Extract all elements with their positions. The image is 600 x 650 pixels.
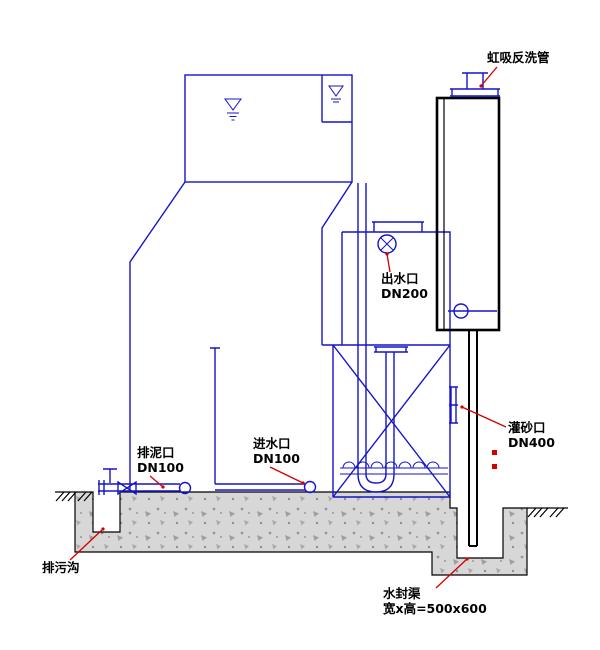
cross-bracing — [332, 344, 451, 498]
label-sludge-dn: DN100 — [137, 460, 184, 475]
manhole-flange — [372, 221, 424, 232]
label-outlet: 出水口 — [381, 271, 419, 286]
gate-valve-icon — [117, 480, 137, 496]
inlet-pipe — [215, 483, 305, 491]
bolt-marker — [492, 450, 497, 455]
label-drain-ditch: 排污沟 — [42, 560, 80, 575]
label-siphon-backwash-pipe: 虹吸反洗管 — [487, 50, 550, 65]
u-bend-pipe — [357, 473, 395, 493]
label-inlet: 进水口 — [253, 436, 291, 451]
leader-inlet — [269, 466, 304, 484]
water-level-icon — [224, 98, 242, 121]
label-water-seal-dims: 宽x高=500x600 — [382, 601, 487, 616]
leader-sludge — [149, 475, 164, 488]
label-inlet-dn: DN100 — [253, 451, 300, 466]
label-water-seal-channel: 水封渠 — [383, 586, 421, 601]
labels: 虹吸反洗管 出水口 DN200 排泥口 DN100 进水口 DN100 灌砂口 … — [42, 50, 555, 616]
siphon-top-flange — [450, 88, 500, 97]
leader-siphon — [480, 66, 498, 87]
outlet-chamber — [322, 183, 458, 498]
downcomer-pipe — [357, 183, 367, 474]
valve-stem — [103, 468, 117, 483]
leader-lines — [69, 66, 507, 589]
sludge-pipe-flange — [98, 480, 105, 495]
standpipe-flange — [374, 346, 408, 353]
filter-nozzle-domes — [342, 461, 440, 469]
sludge-pipe — [98, 483, 180, 492]
leader-channel — [435, 558, 468, 589]
leader-ditch — [69, 528, 104, 561]
top-water-tank — [184, 74, 353, 183]
label-sand-port: 灌砂口 — [507, 420, 546, 435]
foundation — [55, 491, 568, 576]
tank-outline — [184, 74, 353, 183]
concrete-body — [74, 491, 528, 576]
sand-fill-flange — [449, 386, 458, 424]
water-level-icon — [328, 85, 344, 103]
leader-sand — [461, 406, 507, 428]
sludge-pipe-assembly — [98, 468, 192, 496]
siphon-drop-pipe — [468, 330, 478, 547]
body-right-profile — [321, 181, 353, 345]
inlet-pipe-cap — [303, 480, 317, 494]
inlet-riser-pipe — [210, 347, 220, 484]
body-left-profile — [129, 181, 186, 492]
label-sludge-port: 排泥口 — [137, 445, 175, 460]
inlet-pipe-assembly — [215, 480, 317, 494]
filter-plate — [340, 467, 448, 475]
filter-body — [129, 181, 353, 492]
sludge-pipe-cap — [178, 481, 192, 495]
siphon-top-stub — [462, 72, 488, 89]
label-sand-dn: DN400 — [508, 435, 555, 450]
label-outlet-dn: DN200 — [381, 286, 428, 301]
ground-hatch-left-icon — [55, 491, 93, 502]
standpipe — [385, 352, 395, 474]
siphon-body — [435, 96, 501, 332]
outlet-nozzle-icon — [377, 234, 397, 254]
bolt-marker — [492, 464, 497, 469]
chamber-outline — [322, 231, 451, 498]
siphon-valve-icon — [453, 303, 469, 319]
siphon-column — [435, 72, 501, 547]
leader-outlet — [386, 253, 391, 273]
ground-hatch-right-icon — [527, 507, 565, 518]
tank-partition — [321, 75, 352, 123]
